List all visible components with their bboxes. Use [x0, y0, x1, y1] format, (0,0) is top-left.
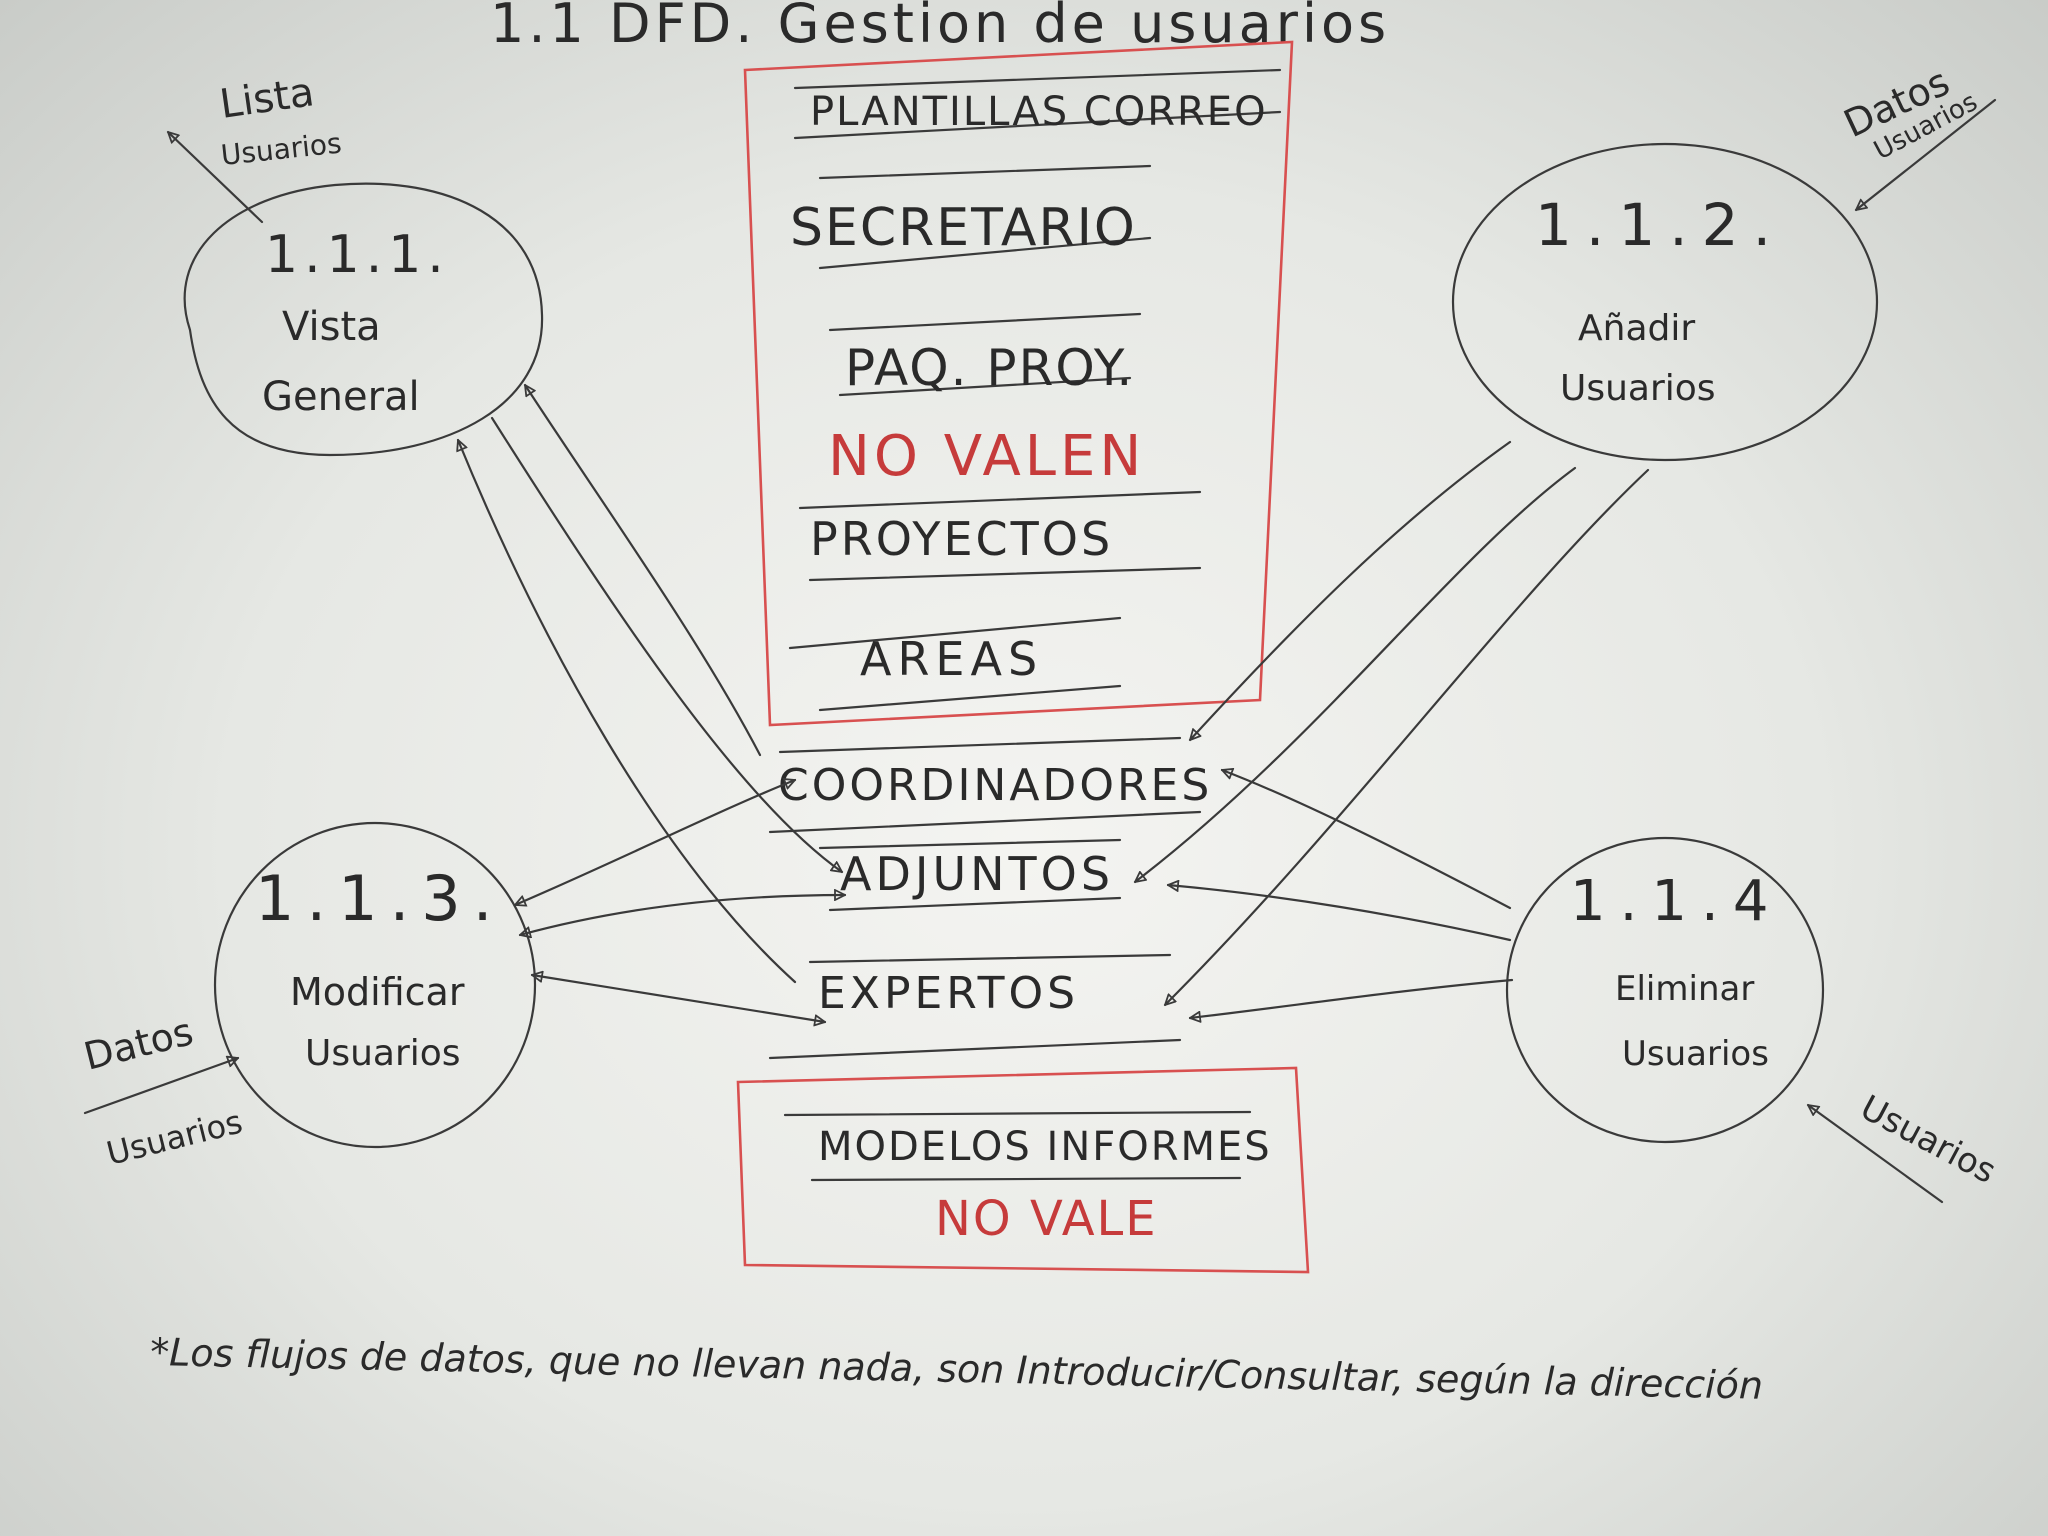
process-number: 1.1.1.	[265, 225, 450, 285]
svg-text:MODELOS INFORMES: MODELOS INFORMES	[818, 1124, 1272, 1170]
svg-text:EXPERTOS: EXPERTOS	[818, 968, 1079, 1019]
flow-lista-usuarios: Lista Usuarios	[168, 69, 343, 224]
process-number: 1.1.4	[1570, 869, 1783, 934]
store-plantillas-correo: PLANTILLAS CORREO	[793, 68, 1282, 140]
process-label-line1: Eliminar	[1615, 969, 1754, 1009]
flow-usuarios-right: Usuarios	[1808, 1088, 2003, 1204]
footnote: *Los flujos de datos, que no llevan nada…	[150, 1330, 1764, 1408]
flow-datos-usuarios-left: Datos Usuarios	[80, 1009, 247, 1172]
store-annotation-no-valen: NO VALEN	[828, 424, 1145, 489]
store-expertos: EXPERTOS	[768, 953, 1182, 1060]
internal-flows	[458, 385, 1650, 1022]
store-coordinadores: COORDINADORES	[768, 736, 1212, 834]
process-1-1-2: 1.1.2. Añadir Usuarios	[1451, 142, 1879, 462]
process-label-line1: Añadir	[1578, 308, 1695, 349]
svg-text:AREAS: AREAS	[860, 632, 1043, 686]
svg-text:Usuarios: Usuarios	[219, 126, 343, 171]
store-modelos-informes: MODELOS INFORMES	[783, 1110, 1272, 1182]
process-label-line2: Usuarios	[305, 1033, 461, 1074]
invalid-stores-box	[743, 40, 1294, 727]
flow-datos-usuarios-top: Datos Usuarios	[1837, 60, 1997, 210]
process-1-1-1: 1.1.1. Vista General	[183, 182, 544, 457]
svg-text:SECRETARIO: SECRETARIO	[790, 198, 1137, 258]
invalid-store-box-bottom	[736, 1066, 1310, 1274]
store-secretario: SECRETARIO	[790, 164, 1152, 270]
svg-text:PAQ. PROY.: PAQ. PROY.	[845, 339, 1134, 397]
store-adjuntos: ADJUNTOS	[818, 838, 1122, 912]
svg-text:Datos: Datos	[80, 1009, 198, 1078]
svg-text:COORDINADORES: COORDINADORES	[778, 760, 1212, 811]
diagram-title: 1.1 DFD. Gestion de usuarios	[490, 0, 1390, 55]
process-1-1-4: 1.1.4 Eliminar Usuarios	[1505, 836, 1825, 1144]
svg-text:PLANTILLAS CORREO: PLANTILLAS CORREO	[810, 89, 1268, 135]
store-areas: AREAS	[788, 616, 1122, 712]
process-1-1-3: 1.1.3. Modificar Usuarios	[213, 821, 537, 1149]
process-label-line1: Vista	[282, 304, 381, 350]
svg-text:Usuarios: Usuarios	[1854, 1088, 2003, 1192]
process-number: 1.1.3.	[255, 862, 504, 935]
svg-text:PROYECTOS: PROYECTOS	[810, 512, 1113, 566]
process-number: 1.1.2.	[1535, 191, 1785, 259]
process-label-line1: Modificar	[290, 970, 465, 1014]
svg-text:Usuarios: Usuarios	[103, 1102, 246, 1172]
store-proyectos: PROYECTOS	[798, 490, 1202, 582]
process-label-line2: General	[262, 374, 420, 420]
svg-text:ADJUNTOS: ADJUNTOS	[840, 847, 1114, 901]
store-paq-proy: PAQ. PROY.	[828, 312, 1142, 397]
store-annotation-no-vale: NO VALE	[935, 1191, 1158, 1247]
process-label-line2: Usuarios	[1560, 368, 1716, 409]
svg-text:Lista: Lista	[217, 69, 317, 128]
process-label-line2: Usuarios	[1622, 1034, 1769, 1074]
